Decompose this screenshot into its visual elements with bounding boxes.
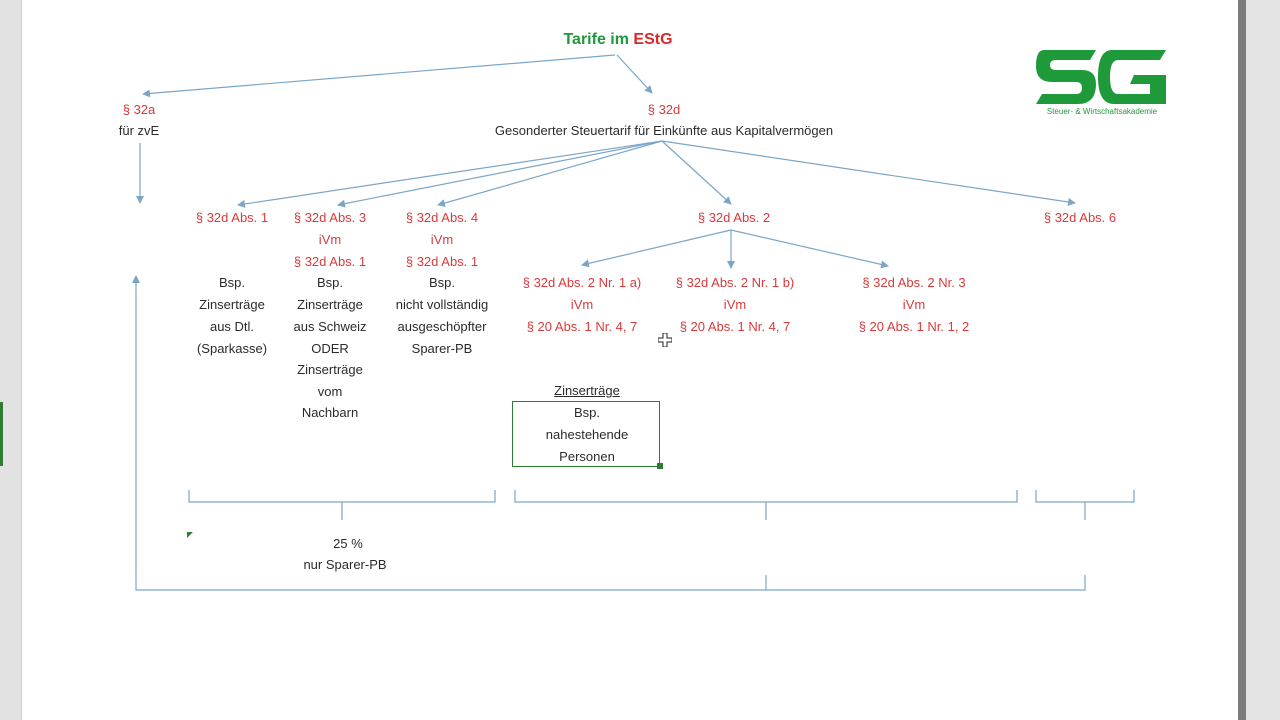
- node-abs4-example-2: nicht vollständig: [395, 297, 489, 312]
- node-abs3-example-6: vom: [317, 384, 343, 399]
- document-page: [22, 0, 1238, 720]
- node-32a-desc: für zvE: [118, 123, 160, 138]
- node-abs3-line-1: § 32d Abs. 3: [293, 210, 367, 225]
- node-abs1-example-3: aus Dtl.: [209, 319, 255, 334]
- node-32d-desc: Gesonderter Steuertarif für Einkünfte au…: [494, 123, 834, 138]
- diagram-title: Tarife im EStG: [563, 31, 672, 49]
- node-32a-ref: § 32a: [122, 102, 156, 117]
- node-abs3-line-2: iVm: [318, 232, 342, 247]
- sg-logo-icon: [1036, 50, 1166, 104]
- node-abs3-example-7: Nachbarn: [301, 405, 359, 420]
- node-abs3-example-2: Zinserträge: [297, 297, 363, 312]
- node-abs1-example-2: Zinserträge: [199, 297, 265, 312]
- node-abs2-1b-line-3: § 20 Abs. 1 Nr. 4, 7: [679, 319, 791, 334]
- left-edge-marker: [0, 402, 3, 466]
- zins-box-line-2: nahestehende: [545, 427, 629, 442]
- node-abs6-line: § 32d Abs. 6: [1043, 210, 1117, 225]
- cell-fill-handle[interactable]: [657, 463, 663, 469]
- node-abs4-line-1: § 32d Abs. 4: [405, 210, 479, 225]
- node-abs2-line: § 32d Abs. 2: [697, 210, 771, 225]
- brace-middle-group: [514, 490, 1018, 520]
- arrow-title-to-32a: [142, 54, 616, 98]
- node-abs2-3-line-1: § 32d Abs. 2 Nr. 3: [862, 275, 966, 290]
- node-abs4-line-2: iVm: [430, 232, 454, 247]
- arrow-title-to-32d: [616, 54, 653, 94]
- node-abs4-example-1: Bsp.: [428, 275, 456, 290]
- zins-box-line-3: Personen: [559, 449, 615, 464]
- left-window-edge: [0, 0, 22, 720]
- return-line: [132, 275, 1086, 591]
- arrow-32d-to-abs1: [237, 140, 663, 208]
- zinsertraege-title: Zinserträge: [554, 383, 620, 398]
- node-abs2-1a-line-3: § 20 Abs. 1 Nr. 4, 7: [526, 319, 638, 334]
- node-abs3-example-3: aus Schweiz: [293, 319, 367, 334]
- title-part-estg: EStG: [633, 31, 673, 48]
- node-32d-ref: § 32d: [647, 102, 681, 117]
- node-abs4-example-4: Sparer-PB: [411, 341, 473, 356]
- cell-comment-indicator: [187, 532, 193, 538]
- summary-note: nur Sparer-PB: [303, 557, 387, 572]
- logo-subtitle: Steuer- & Wirtschaftsakademie: [1046, 107, 1158, 116]
- selected-cell-box[interactable]: [512, 401, 660, 467]
- arrow-32d-to-abs3: [337, 140, 663, 208]
- node-abs2-1a-line-2: iVm: [570, 297, 594, 312]
- node-abs2-3-line-3: § 20 Abs. 1 Nr. 1, 2: [858, 319, 970, 334]
- brace-right-group: [1035, 490, 1135, 520]
- node-abs4-example-3: ausgeschöpfter: [397, 319, 487, 334]
- node-abs1-line: § 32d Abs. 1: [195, 210, 269, 225]
- node-abs2-3-line-2: iVm: [902, 297, 926, 312]
- move-cursor-icon: [658, 333, 672, 347]
- brace-left-group: [188, 490, 496, 520]
- node-abs2-1a-line-1: § 32d Abs. 2 Nr. 1 a): [522, 275, 642, 290]
- arrow-abs2-to-3: [730, 229, 889, 269]
- node-abs2-1b-line-1: § 32d Abs. 2 Nr. 1 b): [675, 275, 795, 290]
- node-abs1-example-4: (Sparkasse): [196, 341, 268, 356]
- node-abs3-example-4: ODER: [311, 341, 349, 356]
- node-abs3-example-1: Bsp.: [316, 275, 344, 290]
- node-abs3-line-3: § 32d Abs. 1: [293, 254, 367, 269]
- arrow-32d-to-abs4: [437, 140, 663, 207]
- zins-box-line-1: Bsp.: [573, 405, 601, 420]
- title-part-tarife: Tarife im: [563, 31, 634, 48]
- arrow-32d-to-abs2: [661, 140, 732, 205]
- node-abs2-1b-line-2: iVm: [723, 297, 747, 312]
- right-edge-border: [1238, 0, 1246, 720]
- summary-rate: 25 %: [333, 536, 363, 551]
- node-abs1-example-1: Bsp.: [218, 275, 246, 290]
- node-abs3-example-5: Zinserträge: [297, 362, 363, 377]
- node-abs4-line-3: § 32d Abs. 1: [405, 254, 479, 269]
- arrow-32d-to-abs6: [661, 140, 1076, 206]
- arrow-abs2-to-1a: [581, 229, 732, 268]
